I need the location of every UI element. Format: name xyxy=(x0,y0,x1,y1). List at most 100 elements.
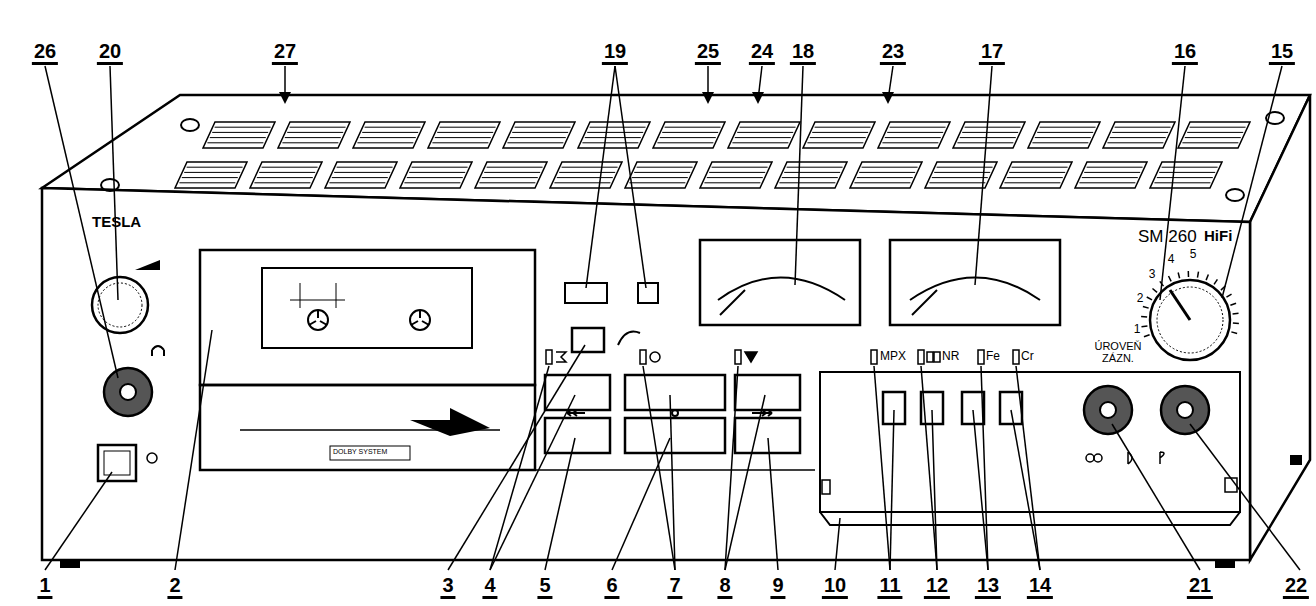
callout-number: 27 xyxy=(272,40,298,65)
vent-bar xyxy=(332,177,388,178)
vent-bar xyxy=(1012,167,1068,168)
jack-hole xyxy=(120,384,136,400)
vent-bar xyxy=(660,137,716,138)
dial-tick xyxy=(1143,306,1149,308)
vent-slot xyxy=(1178,122,1250,148)
microphone-jack-right xyxy=(1161,386,1209,434)
callout-number: 3 xyxy=(440,574,455,599)
knob-knurl xyxy=(1157,287,1223,353)
vent-bar xyxy=(187,167,243,168)
vent-bar xyxy=(1162,167,1218,168)
cassette-door xyxy=(200,385,535,470)
function-buttons xyxy=(883,392,1022,424)
model-name: SM 260 xyxy=(1138,228,1197,247)
control-caption: ÚROVEŇ ZÁZN. xyxy=(1082,340,1154,364)
vent-bar xyxy=(1037,132,1093,133)
dial-tick xyxy=(1141,316,1147,318)
callout-number: 17 xyxy=(979,40,1005,65)
volume-symbol xyxy=(135,260,160,270)
vent-grille xyxy=(175,122,1250,188)
dial-number: 4 xyxy=(1168,253,1175,266)
vent-bar xyxy=(932,177,988,178)
vent-slot xyxy=(775,162,847,188)
callout-number: 25 xyxy=(695,40,721,65)
vent-bar xyxy=(1032,142,1088,143)
vent-bar xyxy=(807,142,863,143)
vent-bar xyxy=(1035,137,1091,138)
vent-bar xyxy=(210,137,266,138)
panel-divider xyxy=(535,250,815,470)
side-panel xyxy=(1250,95,1310,560)
vent-bar xyxy=(782,177,838,178)
callout-number: 18 xyxy=(790,40,816,65)
cassette-window xyxy=(200,250,535,385)
vent-bar xyxy=(484,172,540,173)
vent-bar xyxy=(960,137,1016,138)
vent-bar xyxy=(510,137,566,138)
vent-bar xyxy=(709,172,765,173)
vent-bar xyxy=(290,127,346,128)
vent-bar xyxy=(1185,137,1241,138)
record-level-knob xyxy=(1150,280,1230,360)
vent-bar xyxy=(259,172,315,173)
jack-symbols xyxy=(1086,452,1164,464)
vent-bar xyxy=(257,177,313,178)
dial-tick xyxy=(1147,297,1152,300)
cassette-viewer xyxy=(262,268,472,348)
callout-number: 20 xyxy=(97,40,123,65)
callout-number: 7 xyxy=(667,574,682,599)
callout-number: 5 xyxy=(537,574,552,599)
vent-slot xyxy=(803,122,875,148)
vent-slot xyxy=(1000,162,1072,188)
callout-number: 22 xyxy=(1283,574,1309,599)
vent-slot xyxy=(850,162,922,188)
vent-bar xyxy=(590,127,646,128)
vent-bar xyxy=(934,172,990,173)
vent-bar xyxy=(662,132,718,133)
power-symbol xyxy=(147,453,157,463)
vent-bar xyxy=(515,127,571,128)
vent-bar xyxy=(287,132,343,133)
vent-bar xyxy=(479,182,535,183)
vent-slot xyxy=(1150,162,1222,188)
vent-bar xyxy=(365,127,421,128)
memory-button xyxy=(572,328,604,352)
vent-bar xyxy=(965,127,1021,128)
vent-bar xyxy=(1107,142,1163,143)
callout-number: 6 xyxy=(604,574,619,599)
vent-bar xyxy=(862,167,918,168)
vent-bar xyxy=(1009,172,1065,173)
vent-slot xyxy=(878,122,950,148)
dial-tick xyxy=(1144,335,1150,337)
vent-bar xyxy=(787,167,843,168)
vent-bar xyxy=(262,167,318,168)
power-button xyxy=(98,445,136,481)
vent-bar xyxy=(362,132,418,133)
vent-bar xyxy=(812,132,868,133)
counter-reset xyxy=(638,283,658,303)
dial-tick xyxy=(1230,303,1236,305)
vent-bar xyxy=(182,177,238,178)
vent-slot xyxy=(428,122,500,148)
vent-slot xyxy=(578,122,650,148)
vent-bar xyxy=(334,172,390,173)
vent-bar xyxy=(1040,127,1096,128)
dial-tick xyxy=(1226,294,1231,297)
vent-bar xyxy=(962,132,1018,133)
vent-bar xyxy=(487,167,543,168)
vent-slot xyxy=(400,162,472,188)
memory-symbol xyxy=(618,332,640,346)
vent-bar xyxy=(554,182,610,183)
vent-bar xyxy=(929,182,985,183)
vent-bar xyxy=(585,137,641,138)
vent-bar xyxy=(634,172,690,173)
microphone-jack-left xyxy=(1084,386,1132,434)
vent-slot xyxy=(325,162,397,188)
vent-bar xyxy=(179,182,235,183)
dial-tick xyxy=(1197,272,1198,278)
vent-bar xyxy=(707,177,763,178)
vent-bar xyxy=(732,142,788,143)
vent-bar xyxy=(432,142,488,143)
vent-slot xyxy=(475,162,547,188)
vent-bar xyxy=(854,182,910,183)
